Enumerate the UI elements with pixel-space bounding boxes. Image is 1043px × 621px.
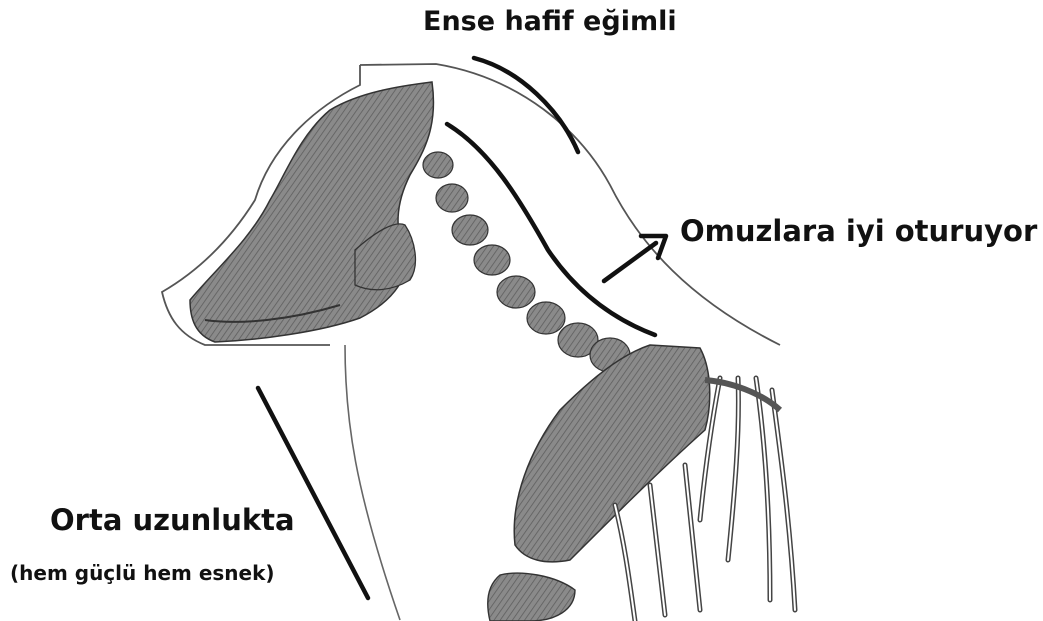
nape-annotation: Ense hafif eğimli (423, 6, 677, 37)
nape-slope-stroke (474, 58, 578, 152)
neck-length-detail: (hem güçlü hem esnek) (10, 561, 275, 585)
shoulder-fit-annotation: Omuzlara iyi oturuyor (680, 214, 1037, 248)
neck-length-annotation: Orta uzunlukta (50, 503, 295, 537)
cervical-vertebrae (423, 152, 630, 372)
arrow-icon (604, 236, 666, 281)
throat-outline (345, 345, 400, 620)
scapula (514, 345, 710, 562)
humerus-joint (488, 573, 575, 621)
skull (190, 82, 433, 342)
